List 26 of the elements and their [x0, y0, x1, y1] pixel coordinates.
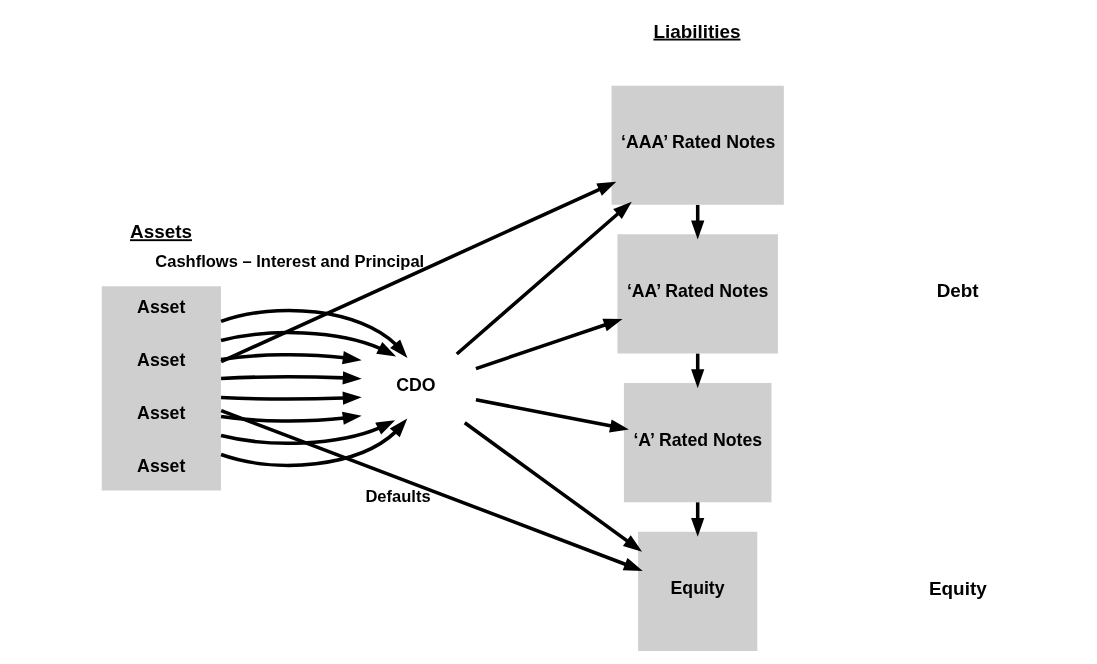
node-box: ‘AA’ Rated Notes: [616, 234, 778, 354]
node-box: Asset Asset Asset Asset: [101, 286, 221, 491]
node-text: CDO: [395, 375, 435, 396]
arrow: [475, 398, 629, 433]
node-box: ‘AAA’ Rated Notes: [611, 85, 784, 205]
label: Debt: [936, 280, 979, 302]
arrow: [219, 181, 616, 364]
arrow: [463, 421, 642, 552]
edge-label: Cashflows – Interest and Principal: [154, 252, 424, 272]
label: Assets: [129, 221, 192, 243]
arrow: [474, 318, 622, 371]
arrow: [220, 409, 643, 571]
node-box: Equity: [637, 531, 757, 651]
edge-label: Defaults: [364, 486, 431, 506]
arrow: [220, 330, 396, 357]
arrow: [220, 411, 362, 425]
arrow: [220, 420, 395, 445]
label: Equity: [928, 577, 987, 599]
arrow: [220, 391, 362, 405]
arrow: [220, 308, 407, 359]
label: Liabilities: [652, 20, 741, 42]
arrow: [220, 418, 407, 468]
arrow: [455, 201, 632, 356]
arrow: [220, 351, 362, 365]
node-box: ‘A’ Rated Notes: [623, 383, 771, 503]
arrow: [220, 371, 362, 385]
